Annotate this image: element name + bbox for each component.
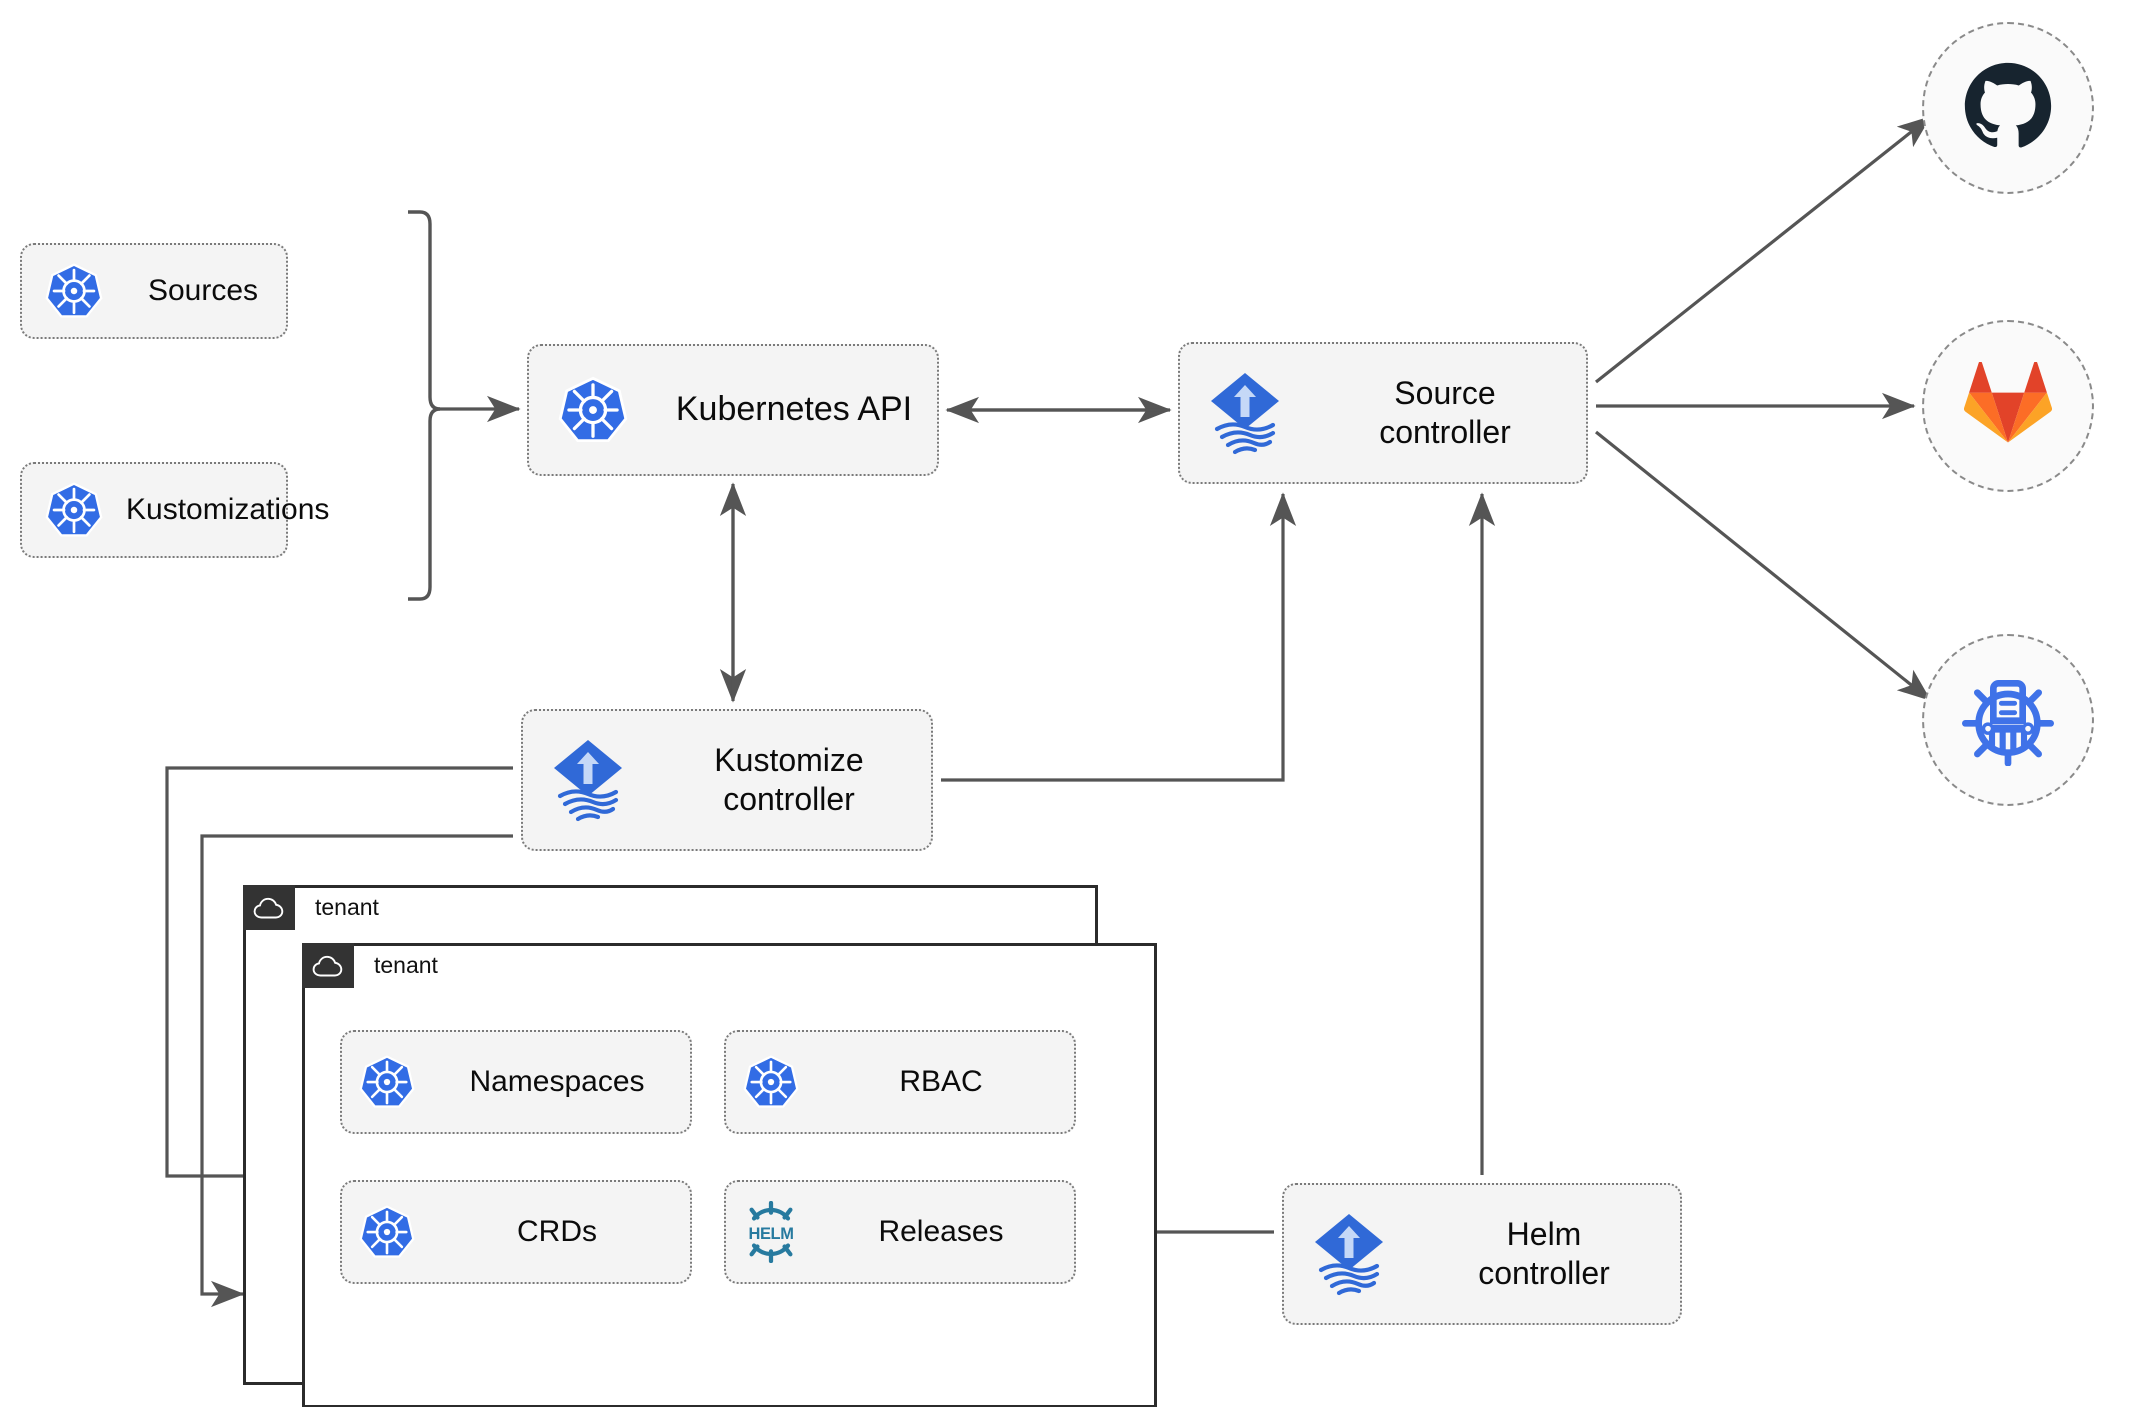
node-helm-controller-line2: controller bbox=[1478, 1255, 1610, 1291]
flux-icon bbox=[523, 738, 653, 822]
node-source-controller[interactable]: Source controller bbox=[1178, 342, 1588, 484]
resource-releases[interactable]: HELM Releases bbox=[724, 1180, 1076, 1284]
provider-helm-repository[interactable] bbox=[1922, 634, 2094, 806]
tenant-tab-2[interactable]: tenant bbox=[302, 943, 438, 988]
node-kustomize-controller-label: Kustomize controller bbox=[653, 741, 931, 819]
node-kubernetes-api[interactable]: Kubernetes API bbox=[527, 344, 939, 476]
node-source-controller-line2: controller bbox=[1379, 414, 1511, 450]
flux-icon bbox=[1284, 1212, 1414, 1296]
node-source-controller-label: Source controller bbox=[1310, 374, 1586, 452]
resource-crds[interactable]: CRDs bbox=[340, 1180, 692, 1284]
kubernetes-icon bbox=[342, 1204, 432, 1260]
tenant-name-2: tenant bbox=[374, 952, 438, 978]
tenant-name-1: tenant bbox=[315, 894, 379, 920]
kubernetes-icon bbox=[22, 481, 126, 539]
cloud-icon bbox=[302, 943, 354, 988]
node-kustomizations[interactable]: Kustomizations bbox=[20, 462, 329, 558]
resource-namespaces[interactable]: Namespaces bbox=[340, 1030, 692, 1134]
kubernetes-icon bbox=[529, 375, 657, 445]
github-icon bbox=[1962, 60, 2054, 157]
node-helm-controller-line1: Helm bbox=[1506, 1215, 1582, 1252]
helm-icon: HELM bbox=[726, 1201, 816, 1263]
edge-bracket bbox=[408, 210, 441, 601]
tenant-container-2[interactable] bbox=[302, 943, 1157, 1407]
kubernetes-icon bbox=[22, 262, 126, 320]
node-helm-controller[interactable]: Helm controller bbox=[1282, 1183, 1682, 1325]
gitlab-icon bbox=[1963, 361, 2053, 451]
tenant-tab-1[interactable]: tenant bbox=[243, 885, 379, 930]
node-kustomize-controller-line2: controller bbox=[723, 781, 855, 817]
helm-repository-icon bbox=[1960, 670, 2056, 771]
node-sources-label: Sources bbox=[147, 273, 259, 307]
node-kustomize-controller[interactable]: Kustomize controller bbox=[521, 709, 933, 851]
node-source-controller-line1: Source bbox=[1394, 374, 1496, 411]
resource-namespaces-label: Namespaces bbox=[469, 1065, 645, 1098]
resource-crds-label: CRDs bbox=[517, 1215, 597, 1248]
provider-gitlab[interactable] bbox=[1922, 320, 2094, 492]
flux-icon bbox=[1180, 371, 1310, 455]
resource-rbac[interactable]: RBAC bbox=[724, 1030, 1076, 1134]
edge-kustomizectl-sourcectl bbox=[941, 492, 1297, 782]
edge-sourcectl-github bbox=[1595, 115, 1932, 384]
node-kustomize-controller-line1: Kustomize bbox=[714, 741, 864, 778]
edge-sourcectl-helmrepo bbox=[1594, 430, 1932, 702]
node-sources[interactable]: Sources bbox=[20, 243, 288, 339]
svg-text:HELM: HELM bbox=[748, 1225, 793, 1243]
provider-github[interactable] bbox=[1922, 22, 2094, 194]
node-kustomizations-label: Kustomizations bbox=[126, 492, 330, 526]
kubernetes-icon bbox=[342, 1054, 432, 1110]
cloud-icon bbox=[243, 885, 295, 930]
kubernetes-icon bbox=[726, 1054, 816, 1110]
resource-rbac-label: RBAC bbox=[899, 1065, 983, 1098]
node-kubernetes-api-label: Kubernetes API bbox=[675, 390, 913, 429]
node-helm-controller-label: Helm controller bbox=[1414, 1215, 1680, 1293]
resource-releases-label: Releases bbox=[878, 1215, 1004, 1248]
